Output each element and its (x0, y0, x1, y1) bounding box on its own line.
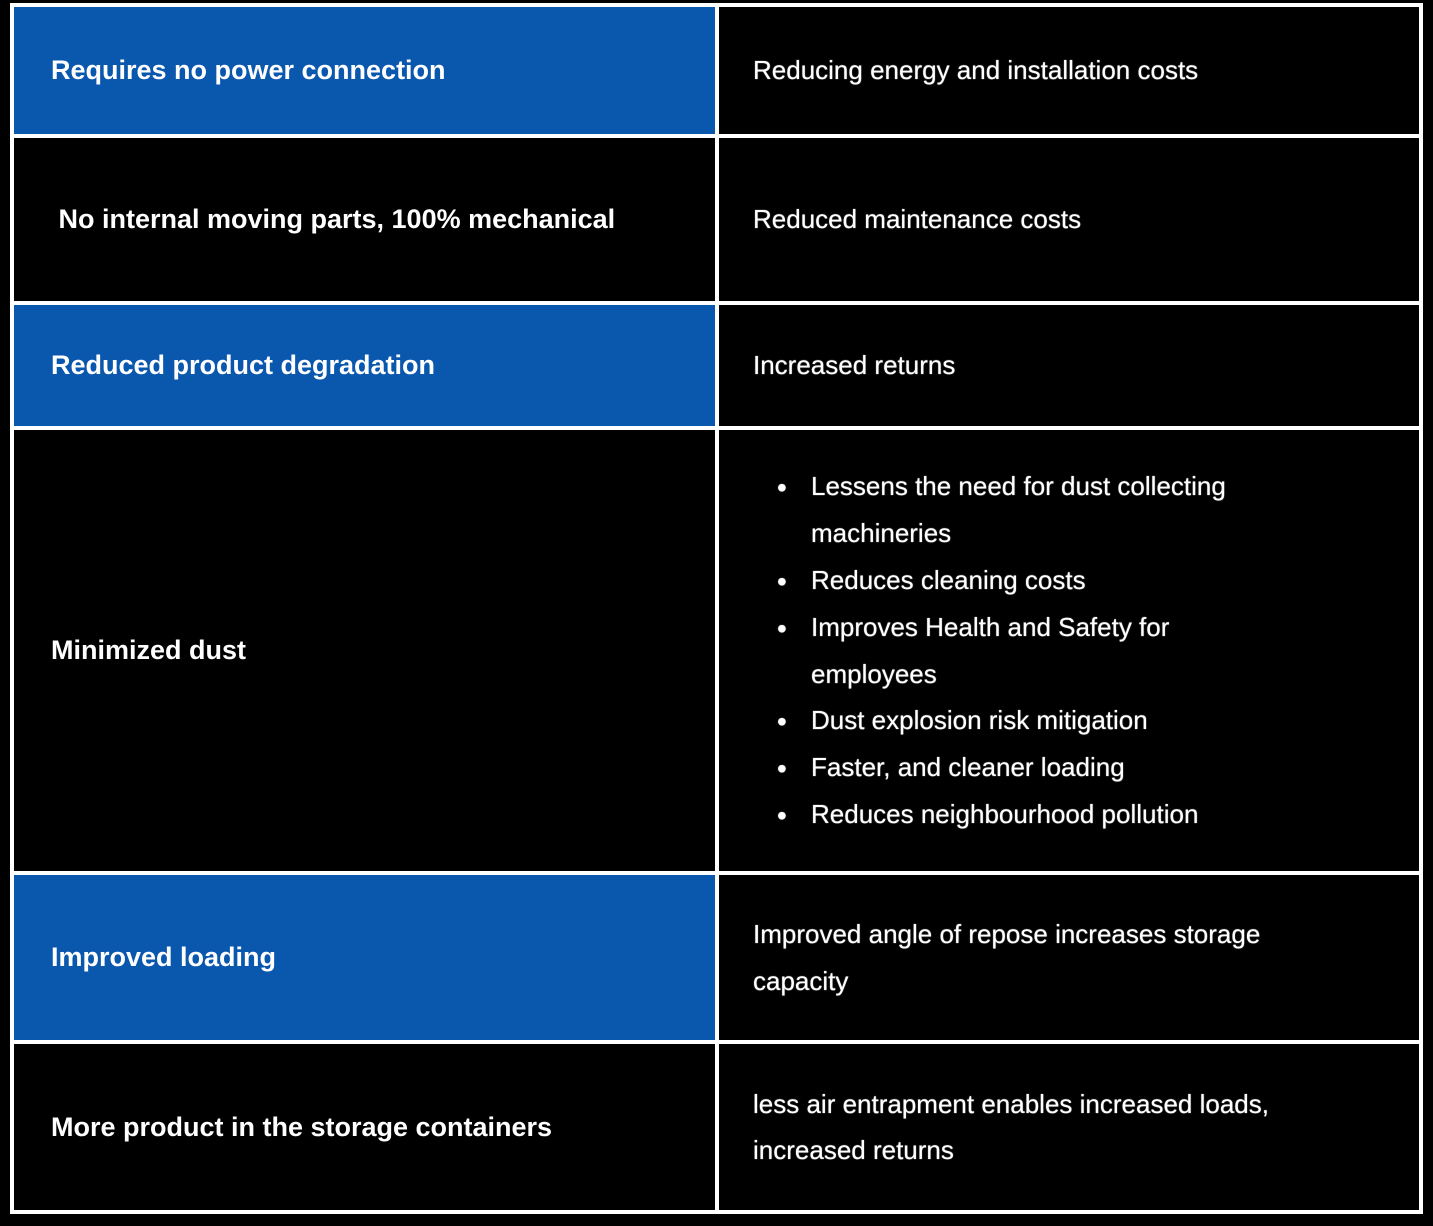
feature-label: Minimized dust (51, 635, 246, 666)
feature-cell-1: Requires no power connection (14, 7, 715, 134)
feature-label: More product in the storage containers (51, 1111, 553, 1142)
feature-label: No internal moving parts, 100% mechanica… (51, 204, 616, 235)
benefit-cell-2: Reduced maintenance costs (719, 138, 1419, 301)
benefit-list-item: Lessens the need for dust collecting mac… (777, 463, 1277, 557)
benefit-list-item: Improves Health and Safety for employees (777, 604, 1277, 698)
benefit-cell-6: less air entrapment enables increased lo… (719, 1044, 1419, 1210)
benefits-table: Requires no power connection Reducing en… (10, 3, 1423, 1214)
benefit-list-item: Reduces neighbourhood pollution (777, 791, 1277, 841)
feature-label: Reduced product degradation (51, 350, 436, 381)
feature-cell-6: More product in the storage containers (14, 1044, 715, 1210)
benefit-cell-1: Reducing energy and installation costs (719, 7, 1419, 134)
benefit-list-item: Dust explosion risk mitigation (777, 697, 1277, 747)
feature-label: Improved loading (51, 942, 277, 973)
benefit-cell-4: Lessens the need for dust collecting mac… (719, 430, 1419, 871)
feature-cell-4: Minimized dust (14, 430, 715, 871)
benefit-list: Lessens the need for dust collecting mac… (753, 463, 1277, 841)
benefit-text: Improved angle of repose increases stora… (753, 919, 1261, 996)
benefit-cell-5: Improved angle of repose increases stora… (719, 875, 1419, 1040)
benefit-text: Increased returns (753, 350, 956, 381)
benefit-cell-3: Increased returns (719, 305, 1419, 426)
benefit-text: Reduced maintenance costs (753, 204, 1082, 235)
benefit-list-item: Faster, and cleaner loading (777, 744, 1277, 794)
benefit-text: Reducing energy and installation costs (753, 55, 1199, 86)
feature-cell-2: No internal moving parts, 100% mechanica… (14, 138, 715, 301)
benefit-list-item: Reduces cleaning costs (777, 557, 1277, 607)
feature-cell-3: Reduced product degradation (14, 305, 715, 426)
feature-cell-5: Improved loading (14, 875, 715, 1040)
benefit-text: less air entrapment enables increased lo… (753, 1088, 1269, 1165)
feature-label: Requires no power connection (51, 55, 446, 86)
